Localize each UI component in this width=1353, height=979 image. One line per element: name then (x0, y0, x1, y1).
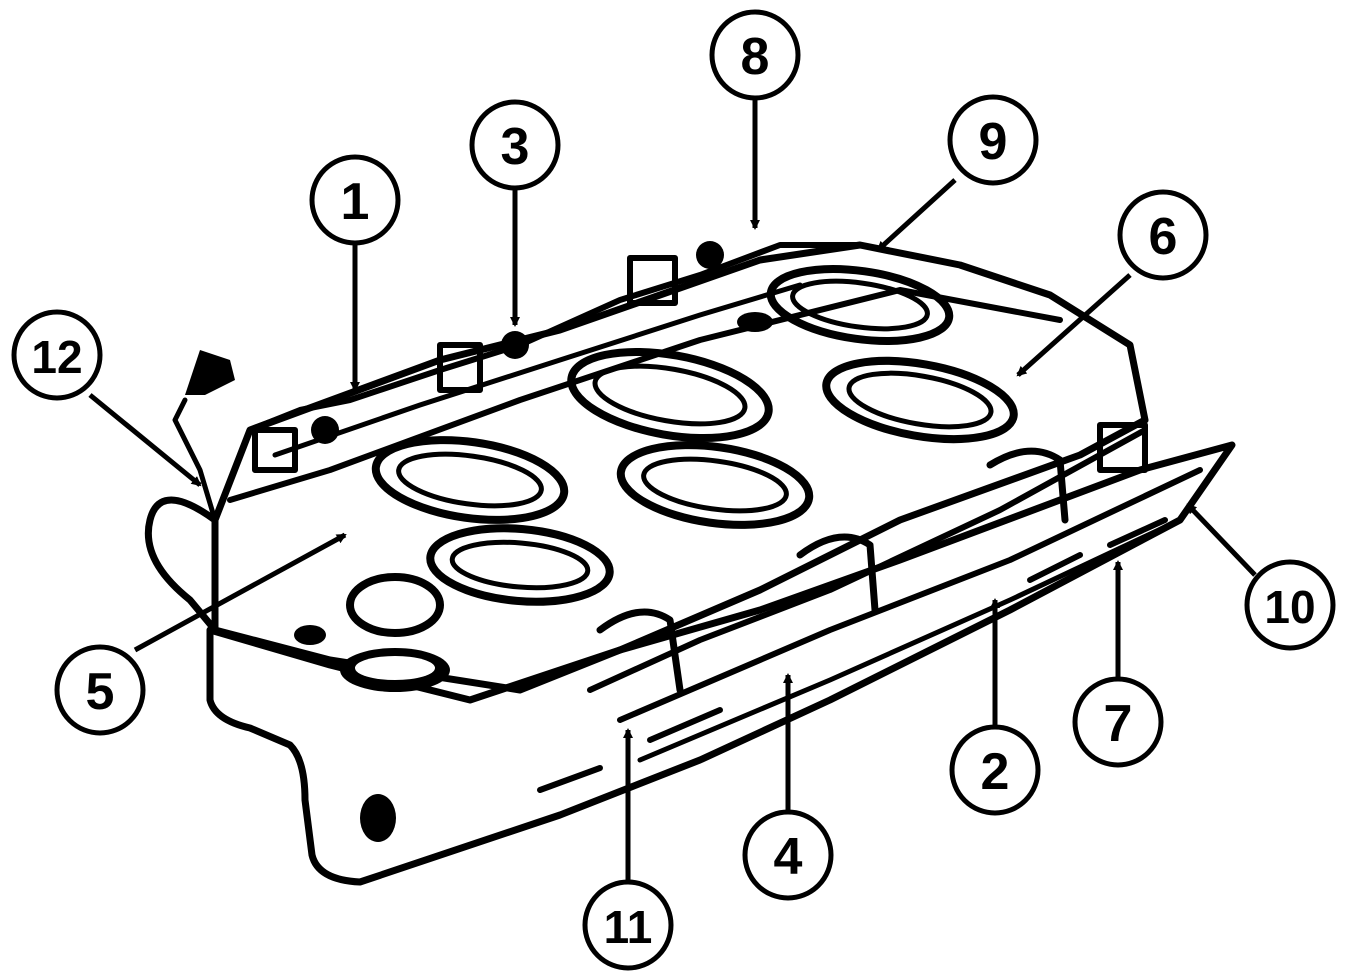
runner-port (567, 347, 773, 443)
back-ridge-inner (272, 282, 803, 458)
runner-port (766, 265, 954, 345)
leader-5 (133, 532, 347, 653)
callout-2-label: 2 (981, 743, 1010, 801)
mounting-rail (617, 467, 1203, 723)
mounting-hole (294, 625, 326, 645)
leader-arrows (88, 95, 1257, 880)
callout-6: 6 (1117, 189, 1209, 281)
runner-port (592, 363, 748, 427)
runner-port (449, 539, 591, 591)
callout-4-label: 4 (774, 828, 803, 886)
coolant-port (346, 573, 444, 637)
back-fittings (252, 241, 1148, 473)
sensor-body (185, 350, 235, 395)
callout-9: 9 (947, 94, 1039, 186)
runner-port (371, 436, 569, 524)
mounting-hole (360, 794, 396, 842)
runner-tube (796, 533, 879, 614)
callout-11-label: 11 (604, 901, 653, 953)
fitting-bolt (311, 416, 339, 444)
fitting (1097, 422, 1148, 473)
coolant-port-inner-hole (355, 656, 435, 680)
manifold-left-wall (144, 496, 219, 634)
callout-11: 11 (582, 879, 674, 971)
fitting (437, 342, 483, 393)
runner-port (396, 451, 544, 509)
callout-12: 12 (11, 309, 103, 401)
callout-12-label: 12 (31, 331, 82, 383)
callout-1: 1 (309, 154, 401, 246)
leader-10 (1186, 503, 1257, 577)
rail-slot (537, 765, 603, 793)
mounting-rail-lower (637, 517, 1183, 763)
runner-port (846, 370, 994, 430)
manifold-illustration (144, 241, 1236, 886)
runner-port (822, 356, 1018, 444)
front-lip (587, 427, 1148, 693)
callout-4: 4 (742, 809, 834, 901)
fitting (252, 427, 298, 473)
leader-12 (88, 393, 202, 487)
leader-9 (876, 178, 957, 252)
callouts: 1 2 3 4 5 6 7 8 (11, 9, 1336, 971)
runner-tube (596, 608, 684, 694)
callout-3-label: 3 (501, 118, 530, 176)
runner-tube (986, 447, 1069, 524)
callout-9-label: 9 (979, 113, 1008, 171)
callout-7: 7 (1072, 676, 1164, 768)
sensor-wire (172, 397, 218, 523)
rail-slot (1027, 552, 1083, 583)
callout-10-label: 10 (1264, 581, 1315, 633)
runner-port (616, 441, 814, 529)
callout-7-label: 7 (1104, 695, 1133, 753)
rail-slot (1107, 517, 1168, 548)
callout-6-label: 6 (1149, 208, 1178, 266)
runner-tubes (596, 447, 1069, 694)
callout-5-label: 5 (86, 663, 115, 721)
callout-1-label: 1 (341, 173, 370, 231)
fitting-bolt (501, 331, 529, 359)
runner-port (790, 278, 930, 332)
callout-5: 5 (54, 644, 146, 736)
callout-10: 10 (1244, 559, 1336, 651)
callout-8-label: 8 (741, 28, 770, 86)
manifold-base-outline (206, 441, 1236, 886)
callout-8: 8 (709, 9, 801, 101)
fitting (627, 255, 678, 306)
callout-3: 3 (469, 99, 561, 191)
runner-ports (371, 265, 1018, 606)
callout-2: 2 (949, 724, 1041, 816)
runner-port (641, 456, 789, 514)
fitting-bolt (696, 241, 724, 269)
runner-port (426, 524, 614, 606)
mounting-hole (737, 312, 773, 332)
leader-6 (1016, 273, 1132, 377)
rail-slot (647, 707, 723, 743)
